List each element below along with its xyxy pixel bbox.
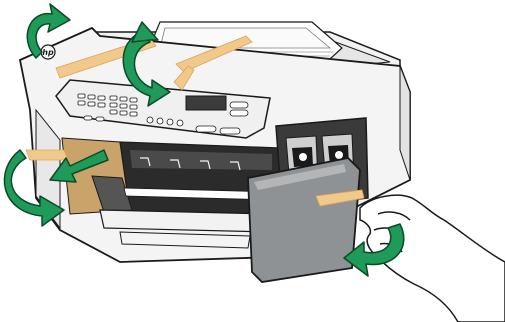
logo-text: hp xyxy=(42,48,54,57)
lcd-display xyxy=(186,96,226,110)
cartridge-access-door xyxy=(248,158,360,282)
hp-logo: hp xyxy=(41,45,55,59)
